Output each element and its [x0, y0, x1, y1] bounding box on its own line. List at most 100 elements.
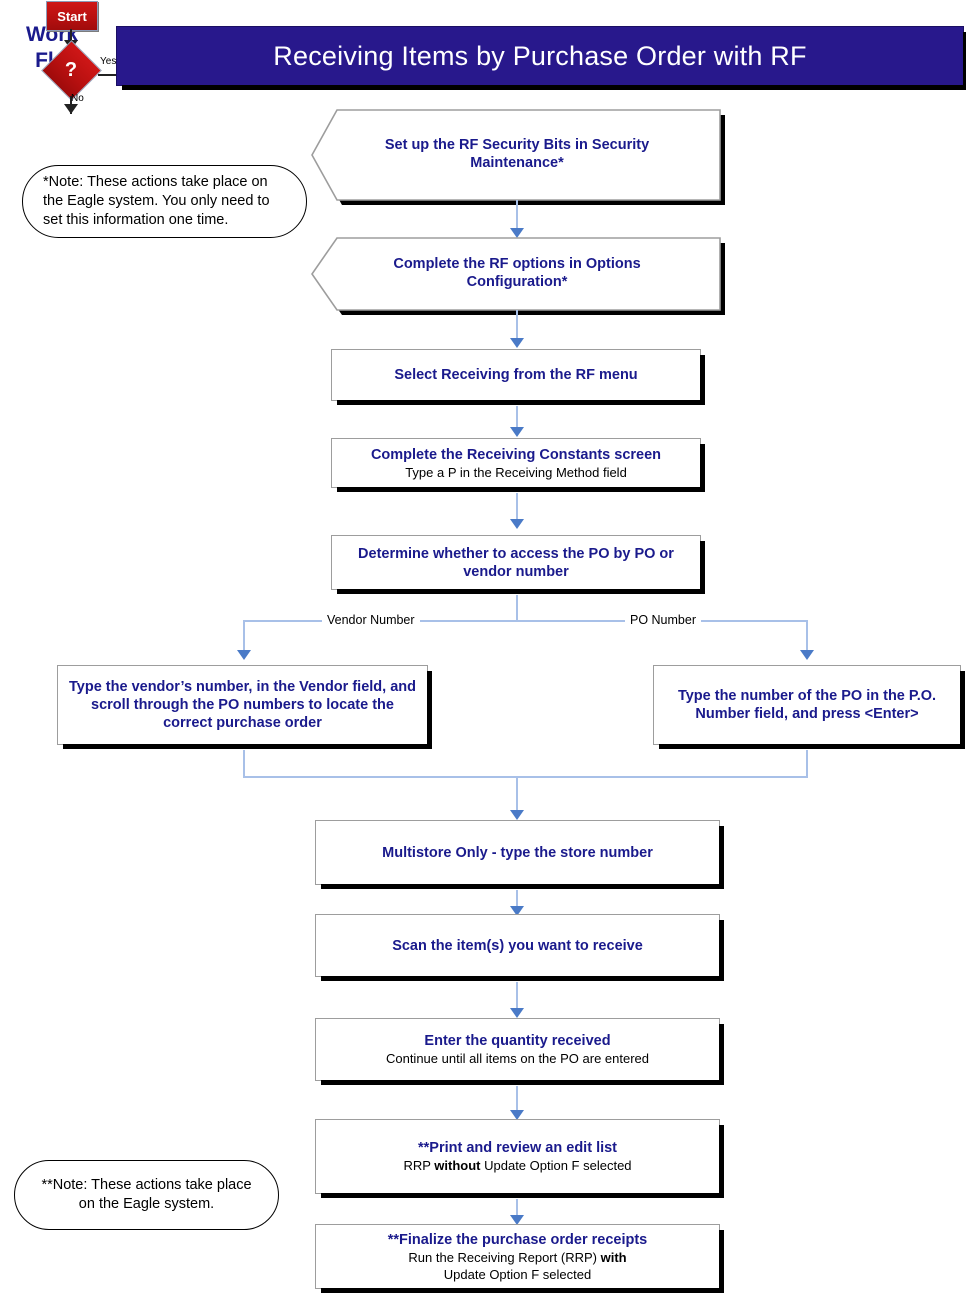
- node-receiving-constants: Complete the Receiving Constants screen …: [331, 438, 705, 492]
- node-enter-quantity: Enter the quantity received Continue unt…: [315, 1018, 724, 1085]
- connector-multistore-to-scan: [516, 890, 518, 915]
- legend-yes-label: Yes: [100, 56, 117, 67]
- connector-split-left-down: [243, 620, 245, 658]
- node-determine-access: Determine whether to access the PO by PO…: [331, 535, 705, 594]
- node-print-edit-list-label: **Print and review an edit list: [417, 1140, 618, 1156]
- node-scan-items: Scan the item(s) you want to receive: [315, 914, 724, 981]
- note-eagle-text: **Note: These actions take place on the …: [41, 1177, 252, 1212]
- node-po-branch: Type the number of the PO in the P.O. Nu…: [653, 665, 965, 749]
- legend-connector-yes: [98, 74, 120, 76]
- node-select-receiving-shadow-bottom: [337, 400, 700, 405]
- node-scan-items-shadow-bottom: [321, 976, 719, 981]
- node-vendor-branch-shadow-bottom: [63, 744, 427, 749]
- node-finalize-receipts: **Finalize the purchase order receipts R…: [315, 1224, 724, 1293]
- branch-label-vendor-number: Vendor Number: [322, 613, 420, 627]
- connector-select-to-constants: [516, 406, 518, 434]
- node-select-receiving: Select Receiving from the RF menu: [331, 349, 705, 405]
- edit-list-sub-bold: without: [434, 1158, 481, 1173]
- note-one-time-text: *Note: These actions take place on the E…: [43, 174, 270, 228]
- legend-start-node: Start: [46, 1, 98, 31]
- arrow-hex1-to-hex2: [510, 228, 524, 238]
- node-po-branch-shadow-bottom: [659, 744, 960, 749]
- legend-decision-glyph: ?: [64, 58, 78, 81]
- node-finalize-shadow-bottom: [321, 1288, 719, 1293]
- node-setup-security-bits: Set up the RF Security Bits in Security …: [311, 109, 725, 205]
- node-scan-items-label: Scan the item(s) you want to receive: [392, 937, 643, 954]
- finalize-sub-bold: with: [600, 1249, 627, 1265]
- note-eagle: **Note: These actions take place on the …: [14, 1160, 285, 1236]
- node-finalize-label: **Finalize the purchase order receipts: [387, 1231, 648, 1248]
- node-scan-items-shadow-right: [719, 920, 724, 981]
- node-determine-access-label: Determine whether to access the PO by PO…: [358, 545, 674, 580]
- edit-list-sub-post: Update Option F selected: [480, 1158, 632, 1173]
- node-select-receiving-label: Select Receiving from the RF menu: [394, 367, 638, 383]
- node-multistore-shadow-bottom: [321, 884, 719, 889]
- connector-merge-down: [516, 776, 518, 818]
- connector-quantity-to-editlist: [516, 1086, 518, 1114]
- node-vendor-branch-shadow-right: [427, 671, 432, 749]
- legend-arrow-no: [64, 104, 78, 114]
- node-enter-quantity-shadow-right: [719, 1024, 724, 1085]
- node-receiving-constants-sub: Type a P in the Receiving Method field: [405, 464, 627, 480]
- node-finalize-sub-line2: Update Option F selected: [443, 1266, 592, 1282]
- node-determine-access-shadow-right: [700, 541, 705, 594]
- node-setup-security-bits-label: Set up the RF Security Bits in Security …: [384, 137, 650, 171]
- node-enter-quantity-sub: Continue until all items on the PO are e…: [385, 1051, 650, 1066]
- connector-determine-down: [516, 595, 518, 621]
- legend-start-label: Start: [57, 8, 87, 24]
- node-enter-quantity-shadow-bottom: [321, 1080, 719, 1085]
- node-finalize-sub: Run the Receiving Report (RRP) with: [408, 1249, 626, 1266]
- arrow-quantity-to-editlist: [510, 1110, 524, 1120]
- node-determine-access-shadow-bottom: [337, 589, 700, 594]
- node-receiving-constants-label: Complete the Receiving Constants screen: [370, 446, 662, 463]
- node-receiving-constants-shadow-bottom: [337, 487, 700, 492]
- node-complete-rf-options-label: Complete the RF options in Options Confi…: [393, 256, 641, 290]
- node-multistore-shadow-right: [719, 826, 724, 889]
- connector-po-down: [806, 750, 808, 778]
- page-title-banner: Receiving Items by Purchase Order with R…: [116, 26, 966, 90]
- node-select-receiving-shadow-right: [700, 355, 705, 405]
- node-print-edit-list-shadow-right: [719, 1125, 724, 1198]
- title-shadow-bottom: [122, 85, 966, 90]
- legend-decision-node: ?: [41, 40, 102, 101]
- arrow-scan-to-quantity: [510, 1008, 524, 1018]
- connector-constants-to-determine: [516, 493, 518, 526]
- node-finalize-shadow-right: [719, 1230, 724, 1293]
- node-print-edit-list: **Print and review an edit list RRP with…: [315, 1119, 724, 1198]
- connector-vendor-down: [243, 750, 245, 778]
- node-vendor-branch-label: Type the vendor’s number, in the Vendor …: [69, 679, 416, 731]
- finalize-sub-pre: Run the Receiving Report (RRP): [408, 1249, 601, 1265]
- arrow-constants-to-determine: [510, 519, 524, 529]
- node-complete-rf-options: Complete the RF options in Options Confi…: [311, 237, 725, 315]
- node-po-branch-label: Type the number of the PO in the P.O. Nu…: [677, 688, 937, 722]
- connector-editlist-to-finalize: [516, 1199, 518, 1221]
- arrow-editlist-to-finalize: [510, 1215, 524, 1225]
- connector-merge-horizontal: [243, 776, 808, 778]
- arrow-merge-to-multistore: [510, 810, 524, 820]
- connector-scan-to-quantity: [516, 982, 518, 1012]
- arrow-multistore-to-scan: [510, 906, 524, 916]
- node-multistore-label: Multistore Only - type the store number: [382, 844, 653, 861]
- connector-hex2-to-select-receiving: [516, 310, 518, 346]
- connector-split-right-down: [806, 620, 808, 658]
- node-setup-security-bits-shape: [311, 109, 725, 205]
- arrow-select-to-constants: [510, 427, 524, 437]
- arrow-to-po-branch: [800, 650, 814, 660]
- edit-list-sub-pre: RRP: [403, 1158, 435, 1173]
- legend-no-label: No: [71, 93, 84, 104]
- connector-split-horizontal: [243, 620, 808, 622]
- node-print-edit-list-shadow-bottom: [321, 1193, 719, 1198]
- node-po-branch-shadow-right: [960, 671, 965, 749]
- legend-connector-start-to-decision: [70, 29, 72, 43]
- connector-hex1-to-hex2: [516, 200, 518, 236]
- note-one-time: *Note: These actions take place on the E…: [22, 165, 313, 244]
- node-vendor-branch: Type the vendor’s number, in the Vendor …: [57, 665, 432, 749]
- title-shadow-right: [963, 32, 966, 90]
- page-title: Receiving Items by Purchase Order with R…: [273, 40, 807, 71]
- node-receiving-constants-shadow-right: [700, 444, 705, 492]
- arrow-to-vendor-branch: [237, 650, 251, 660]
- node-multistore-store-number: Multistore Only - type the store number: [315, 820, 724, 889]
- arrow-hex2-to-select-receiving: [510, 338, 524, 348]
- node-enter-quantity-label: Enter the quantity received: [424, 1033, 611, 1049]
